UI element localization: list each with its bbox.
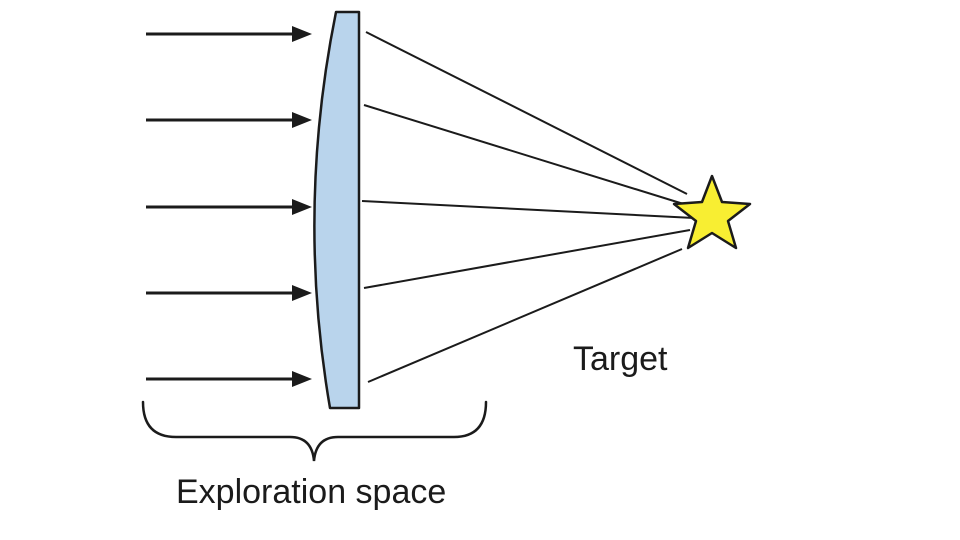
star-icon: [672, 174, 752, 250]
converging-ray: [361, 200, 695, 219]
input-ray-arrow: [146, 371, 312, 387]
converging-ray: [367, 248, 683, 383]
converging-ray: [363, 229, 691, 289]
converging-rays-group: [361, 31, 695, 383]
input-ray-arrow: [146, 112, 312, 128]
input-ray-arrow: [146, 199, 312, 215]
lens-shape: [313, 10, 361, 410]
input-arrows-group: [146, 26, 312, 387]
target-label: Target: [573, 340, 668, 378]
exploration-space-label: Exploration space: [176, 473, 446, 511]
input-ray-arrow: [146, 285, 312, 301]
converging-ray: [365, 31, 688, 195]
input-ray-arrow: [146, 26, 312, 42]
converging-ray: [363, 104, 691, 207]
exploration-space-brace: [141, 400, 488, 462]
